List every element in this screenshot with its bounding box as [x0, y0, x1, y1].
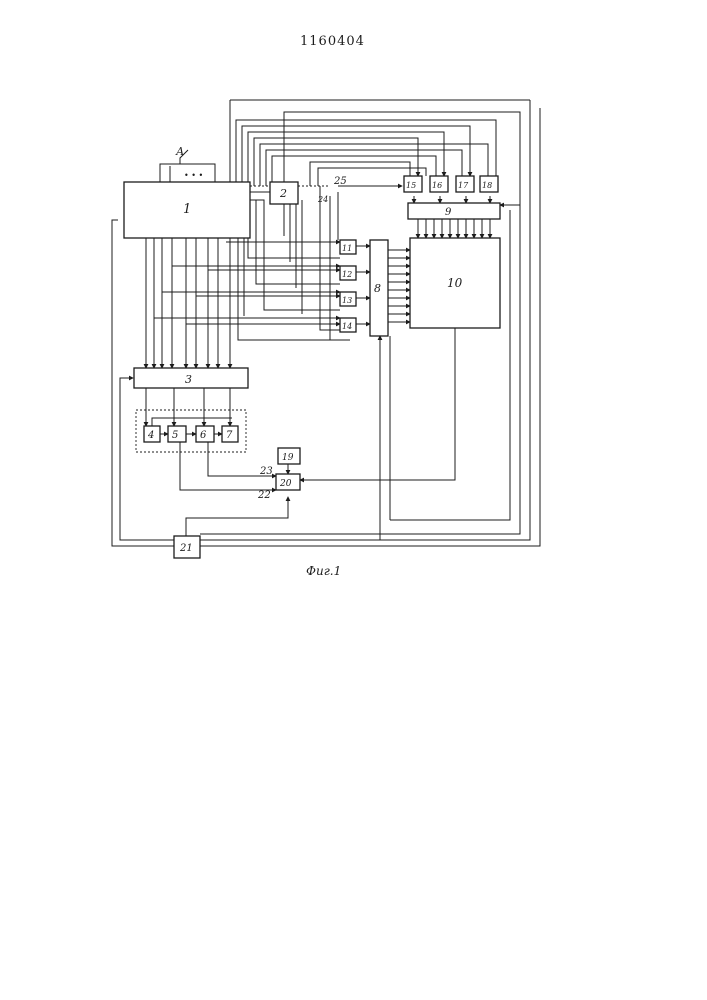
line-label-25: 25	[333, 176, 347, 187]
block-2: 2	[270, 182, 298, 204]
block-6: 6	[196, 426, 214, 442]
block-9: 9	[408, 203, 500, 219]
svg-text:17: 17	[458, 181, 469, 190]
block-10: 10	[410, 238, 500, 328]
svg-text:20: 20	[279, 479, 292, 489]
block-13: 13	[340, 292, 356, 306]
svg-text:19: 19	[282, 453, 294, 463]
input-label-a: А	[175, 145, 184, 158]
svg-text:14: 14	[342, 322, 352, 331]
line-label-23: 23	[259, 466, 273, 477]
line-label-24: 24	[317, 195, 328, 204]
svg-text:9: 9	[445, 207, 452, 218]
svg-text:13: 13	[342, 296, 352, 305]
svg-text:10: 10	[447, 276, 463, 290]
figure-caption: Фиг.1	[306, 564, 341, 578]
svg-text:11: 11	[342, 244, 352, 253]
block-15: 15	[404, 176, 422, 192]
block-17: 17	[456, 176, 474, 192]
block-12: 12	[340, 266, 356, 280]
block-18: 18	[480, 176, 498, 192]
block-20: 20	[276, 474, 300, 490]
svg-text:16: 16	[432, 181, 442, 190]
line-label-22: 22	[257, 490, 271, 501]
block-8: 8	[370, 240, 388, 336]
svg-text:15: 15	[406, 181, 416, 190]
svg-text:21: 21	[179, 543, 193, 554]
svg-text:7: 7	[226, 430, 233, 441]
svg-text:12: 12	[342, 270, 352, 279]
svg-text:5: 5	[172, 430, 178, 441]
block-21: 21	[174, 536, 200, 558]
block-1: 1	[124, 182, 250, 238]
block-3: 3	[134, 368, 248, 388]
svg-text:3: 3	[185, 373, 192, 386]
svg-text:6: 6	[200, 430, 207, 441]
svg-text:2: 2	[279, 187, 287, 200]
block-7: 7	[222, 426, 238, 442]
block-16: 16	[430, 176, 448, 192]
block-5: 5	[168, 426, 186, 442]
block-14: 14	[340, 318, 356, 332]
svg-text:8: 8	[374, 282, 381, 295]
svg-text:18: 18	[482, 181, 492, 190]
input-dots: • • •	[184, 171, 203, 180]
block-19: 19	[278, 448, 300, 464]
svg-text:4: 4	[147, 430, 154, 441]
svg-text:1: 1	[183, 202, 191, 217]
block-11: 11	[340, 240, 356, 254]
block-4: 4	[144, 426, 160, 442]
